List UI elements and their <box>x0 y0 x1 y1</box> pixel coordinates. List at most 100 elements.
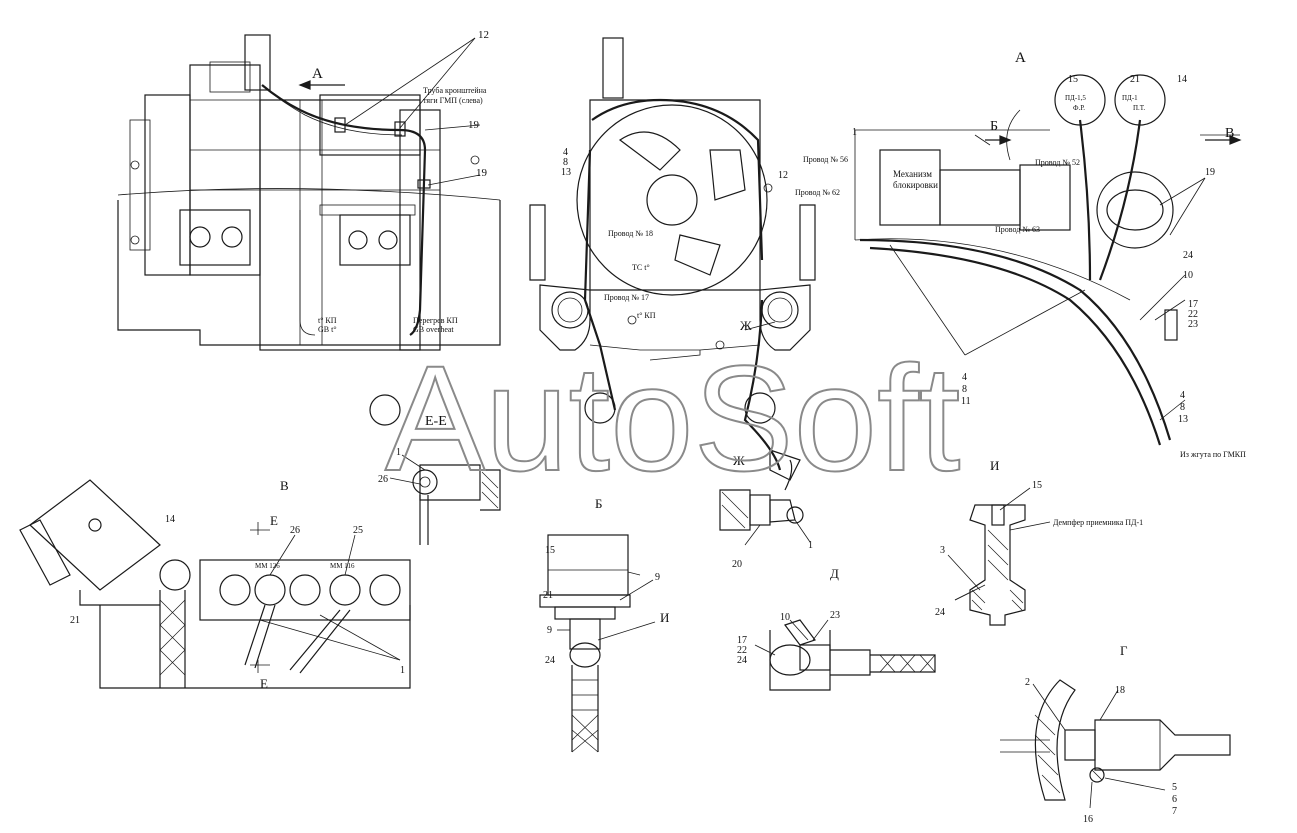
view-label-B: Б <box>595 496 602 511</box>
gauge-pd15: ПД-1,5 <box>1065 94 1086 102</box>
label-14: 14 <box>1177 74 1187 85</box>
label-9a: 9 <box>655 572 660 583</box>
label-16-g: 16 <box>1083 814 1093 825</box>
gauge-pt: П.Т. <box>1133 104 1145 112</box>
label-19c: 19 <box>1205 167 1215 178</box>
label-22-d: 22 <box>737 645 747 656</box>
view-zh-detail <box>719 459 811 546</box>
label-8c: 8 <box>1180 402 1185 413</box>
tkp-label-2: t° КП <box>637 311 656 320</box>
label-18-g: 18 <box>1115 685 1125 696</box>
label-26-v: 26 <box>290 525 300 536</box>
label-17-d: 17 <box>737 635 747 646</box>
label-22: 22 <box>1188 309 1198 320</box>
view-v-detail <box>19 479 411 689</box>
label-10: 10 <box>1183 270 1193 281</box>
label-3-i: 3 <box>940 545 945 556</box>
label-26-ee: 26 <box>378 474 388 485</box>
label-19a: 19 <box>468 119 480 131</box>
mech-label-2: блокировки <box>893 180 938 190</box>
gauge-pf: Ф.Р. <box>1073 104 1085 112</box>
view-label-I: И <box>990 458 999 473</box>
view-label-EE: Е-Е <box>425 414 447 429</box>
label-1: 1 <box>852 127 857 138</box>
label-gbt: GB t° <box>318 325 337 334</box>
label-5-g: 5 <box>1172 782 1177 793</box>
watermark: AutoSoft <box>385 334 960 502</box>
label-21: 21 <box>1130 74 1140 85</box>
label-19b: 19 <box>476 167 488 179</box>
label-8b: 8 <box>962 384 967 395</box>
label-21-b: 21 <box>543 590 553 601</box>
label-tkp: t° КП <box>318 316 337 325</box>
view-d-detail <box>754 619 936 691</box>
view-g-detail <box>1000 679 1231 809</box>
tc-label: ТС t° <box>632 263 650 272</box>
label-24-d: 24 <box>737 655 747 666</box>
view-a-detail <box>854 74 1242 446</box>
label-21-v: 21 <box>70 615 80 626</box>
label-4c: 4 <box>1180 390 1185 401</box>
label-2-g: 2 <box>1025 677 1030 688</box>
label-17: 17 <box>1188 299 1198 310</box>
label-7-g: 7 <box>1172 806 1177 817</box>
view-label-A-right: А <box>1015 50 1026 66</box>
view-label-G: Г <box>1120 643 1128 658</box>
label-25-v: 25 <box>353 525 363 536</box>
mm126-label: ММ 126 <box>255 562 280 570</box>
label-1-v: 1 <box>400 665 405 676</box>
label-23-d: 23 <box>830 610 840 621</box>
label-12b: 12 <box>778 170 788 181</box>
view-label-D: Д <box>830 566 839 581</box>
label-8a: 8 <box>563 157 568 168</box>
label-15: 15 <box>1068 74 1078 85</box>
view-label-I-callout: И <box>660 610 669 625</box>
mech-label-1: Механизм <box>893 169 932 179</box>
harness-label: Из жгута по ГМКП <box>1180 450 1246 459</box>
transmission-side-view <box>117 34 501 351</box>
label-24-i: 24 <box>935 607 945 618</box>
view-label-E-top: Е <box>270 513 278 528</box>
wire-18-label: Провод № 18 <box>608 229 653 238</box>
label-overheat: Перегрев КП <box>413 316 458 325</box>
label-6-g: 6 <box>1172 794 1177 805</box>
wire-52-label: Провод № 52 <box>1035 158 1080 167</box>
view-b-detail <box>539 534 656 753</box>
label-24: 24 <box>1183 250 1193 261</box>
view-label-B-right: Б <box>990 119 998 134</box>
wire-56-label: Провод № 56 <box>803 155 848 164</box>
label-10-d: 10 <box>780 612 790 623</box>
label-12: 12 <box>478 29 489 41</box>
label-1-ee: 1 <box>396 447 401 458</box>
wire-62-label: Провод № 62 <box>795 188 840 197</box>
label-4a: 4 <box>563 147 568 158</box>
label-14-v: 14 <box>165 514 175 525</box>
view-label-A: А <box>312 66 323 82</box>
label-1-zh: 1 <box>808 540 813 551</box>
label-overheat-en: GB overheat <box>413 325 454 334</box>
section-ee <box>389 454 501 545</box>
label-24-b: 24 <box>545 655 555 666</box>
view-label-Zh-top: Ж <box>740 318 752 333</box>
label-11: 11 <box>961 396 971 407</box>
label-9b: 9 <box>547 625 552 636</box>
label-15-i: 15 <box>1032 480 1042 491</box>
label-4b: 4 <box>962 372 967 383</box>
label-23: 23 <box>1188 319 1198 330</box>
view-label-V-right: В <box>1225 126 1234 141</box>
label-15-b: 15 <box>545 545 555 556</box>
transmission-front-view <box>369 37 816 481</box>
damper-label: Демпфер приемника ПД-1 <box>1053 518 1143 527</box>
tube-label: Труба кронштейна <box>423 86 487 95</box>
view-label-V: В <box>280 478 289 493</box>
view-label-E-bottom: Е <box>260 676 268 691</box>
label-20: 20 <box>732 559 742 570</box>
gauge-pd1: ПД-1 <box>1122 94 1138 102</box>
tube-label-2: тяги ГМП (слева) <box>423 96 483 105</box>
view-i-detail <box>947 487 1051 626</box>
label-13a: 13 <box>561 167 571 178</box>
wire-63-label: Провод № 63 <box>995 225 1040 234</box>
mm116-label: ММ 116 <box>330 562 355 570</box>
view-label-Zh-bottom: Ж <box>733 453 745 468</box>
